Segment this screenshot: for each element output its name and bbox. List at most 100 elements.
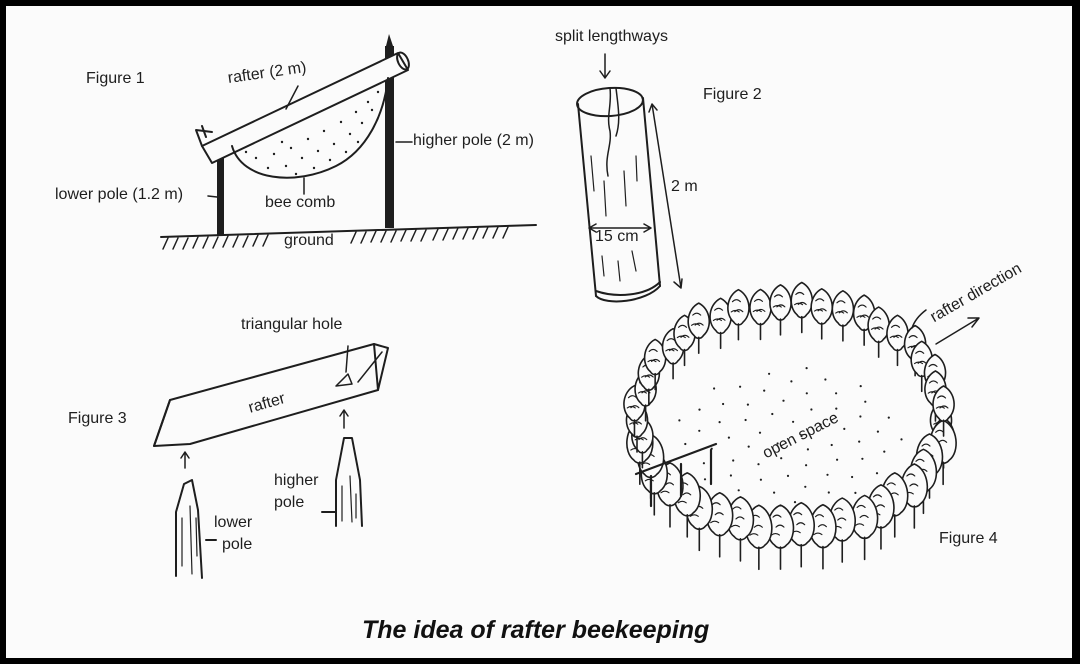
open-space-dot [810,408,813,411]
open-space-dot [758,431,762,434]
open-space-dot [830,443,833,447]
open-space-dot [759,478,763,481]
tree-icon [749,288,772,341]
open-space-dot [702,462,706,465]
open-space-dot [793,501,797,504]
lower-pole-label: lower pole (1.2 m) [55,186,184,203]
higher-pole-label-line2: pole [274,494,305,511]
open-space-dot [782,399,785,402]
open-space-dot [804,485,807,488]
open-space-dot [727,436,731,439]
fence-rafters [634,442,718,508]
lower-pole-leader [207,195,218,198]
higher-pole-label-line1: higher [274,472,319,489]
open-space-dot [883,450,886,453]
open-space-dot [722,402,725,406]
open-space-dot [792,420,795,423]
log-cylinder [576,86,661,303]
higher-pole-stake [321,437,363,527]
bee-comb-label: bee comb [265,194,336,211]
figure4-drawing [623,281,980,571]
figure2-label: Figure 2 [703,86,762,103]
triangular-hole-shape [335,373,353,387]
tree-icon [790,281,814,334]
split-arrow [599,53,611,79]
open-space-dot [698,408,701,411]
diagram-sheet: Figure 1 rafter (2 m) higher pole (2 m) … [6,6,1072,658]
open-space-dot [887,416,890,419]
open-space-dot [826,473,829,476]
tree-icon [831,290,855,342]
open-space-dot [806,448,810,451]
log-length-label: 2 m [671,178,698,195]
diameter-arrow [588,223,652,233]
open-space-dot [835,392,838,395]
rafter-log [195,51,410,164]
tree-ring [623,281,957,571]
open-space-dot [864,400,867,403]
open-space-dot [698,429,701,432]
open-space-dot [744,418,747,422]
ground-hatching [162,226,509,250]
tree-icon [766,504,795,570]
open-space-dot [819,423,822,426]
half-rafter [153,343,389,447]
higher-pole-label: higher pole (2 m) [413,132,534,149]
figure3-label: Figure 3 [68,410,127,427]
open-space-dot [737,489,740,492]
lower-pole-stake [175,479,217,579]
open-space-dot [729,474,733,477]
open-space-dot [763,389,766,392]
tree-icon [850,494,879,561]
figure4-label: Figure 4 [939,530,998,547]
log-diameter-label: 15 cm [595,228,639,245]
open-space-dot [858,440,861,443]
hole-leader [345,345,349,373]
lower-pole-arrow [180,451,190,469]
open-space-dot [800,434,803,438]
tree-icon [687,302,711,354]
higher-pole [385,34,394,228]
bee-comb-drawing [231,77,389,179]
open-space-dot [876,430,880,433]
tree-icon [727,288,750,341]
open-space-dot [859,415,862,418]
open-space-dot [843,427,846,430]
open-space-dot [805,392,808,395]
length-arrow [648,103,683,289]
open-space-dot [835,407,838,410]
figure1-label: Figure 1 [86,70,145,87]
figure3-drawing [153,343,389,579]
open-space-dot [836,458,839,461]
open-space-dot [747,445,750,448]
tree-icon [769,284,792,336]
open-space-dot [739,385,742,388]
open-space-dot [875,472,879,475]
open-space-dot [684,442,687,446]
open-space-dot [678,419,681,422]
open-space-dot [824,378,827,381]
open-space-dots [678,367,903,504]
lower-pole-label-line1: lower [214,514,253,531]
open-space-dot [780,457,783,460]
open-space-dot [773,491,776,494]
ground-label: ground [284,232,334,249]
triangular-hole-label: triangular hole [241,316,343,333]
open-space-dot [805,464,808,467]
tree-icon [810,288,834,340]
open-space-dot [703,478,707,481]
open-space-dot [718,421,721,424]
open-space-dot [713,387,716,390]
open-space-dot [900,438,903,441]
tree-icon [709,297,732,350]
open-space-dot [827,491,830,494]
open-space-dot [790,380,793,383]
open-space-dot [746,403,750,406]
rafter-leader [285,85,299,110]
open-space-dot [771,412,774,416]
tree-icon [932,385,955,437]
open-space-dot [776,442,779,445]
open-space-dot [732,459,735,462]
open-space-dot [861,457,864,460]
